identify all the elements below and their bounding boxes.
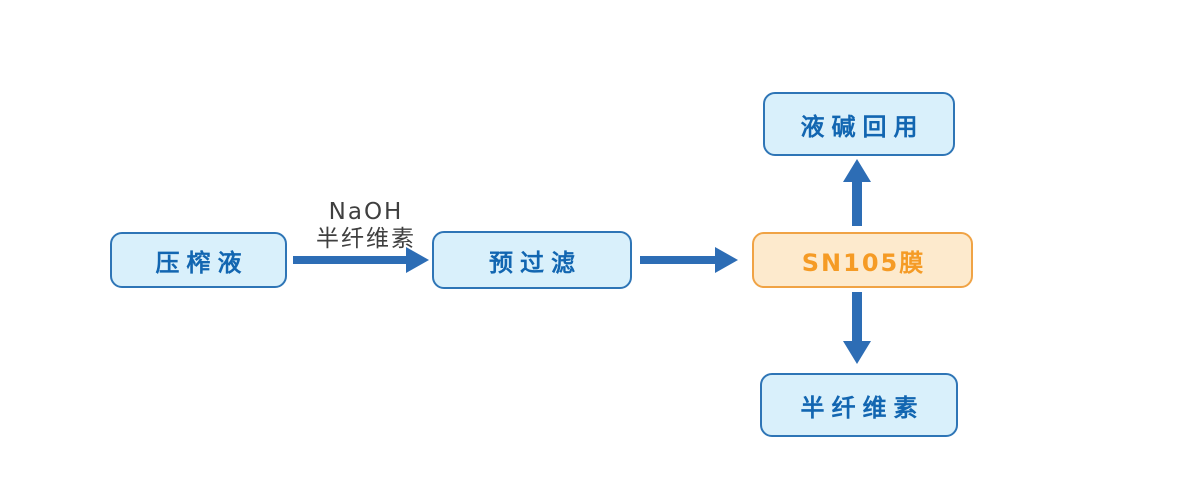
node-alkali-recycle: 液碱回用 bbox=[763, 92, 955, 156]
edge-label-line-naoh: NaOH bbox=[328, 199, 404, 225]
arrow-head-up-icon bbox=[843, 159, 871, 182]
node-sn105-membrane: SN105膜 bbox=[752, 232, 973, 288]
arrow-shaft bbox=[293, 256, 406, 264]
edge-label-line-hemicellulose: 半纤维素 bbox=[316, 226, 416, 252]
arrow-head-right-icon bbox=[715, 247, 738, 273]
arrow-head-down-icon bbox=[843, 341, 871, 364]
arrow-shaft bbox=[852, 292, 862, 342]
arrow-shaft bbox=[640, 256, 715, 264]
node-press-liquid: 压榨液 bbox=[110, 232, 287, 288]
arrow-shaft bbox=[852, 181, 862, 226]
arrow-head-right-icon bbox=[406, 247, 429, 273]
node-pre-filter: 预过滤 bbox=[432, 231, 632, 289]
node-hemicellulose: 半纤维素 bbox=[760, 373, 958, 437]
edge-label-naoh-hemicellulose: NaOH 半纤维素 bbox=[296, 199, 436, 253]
